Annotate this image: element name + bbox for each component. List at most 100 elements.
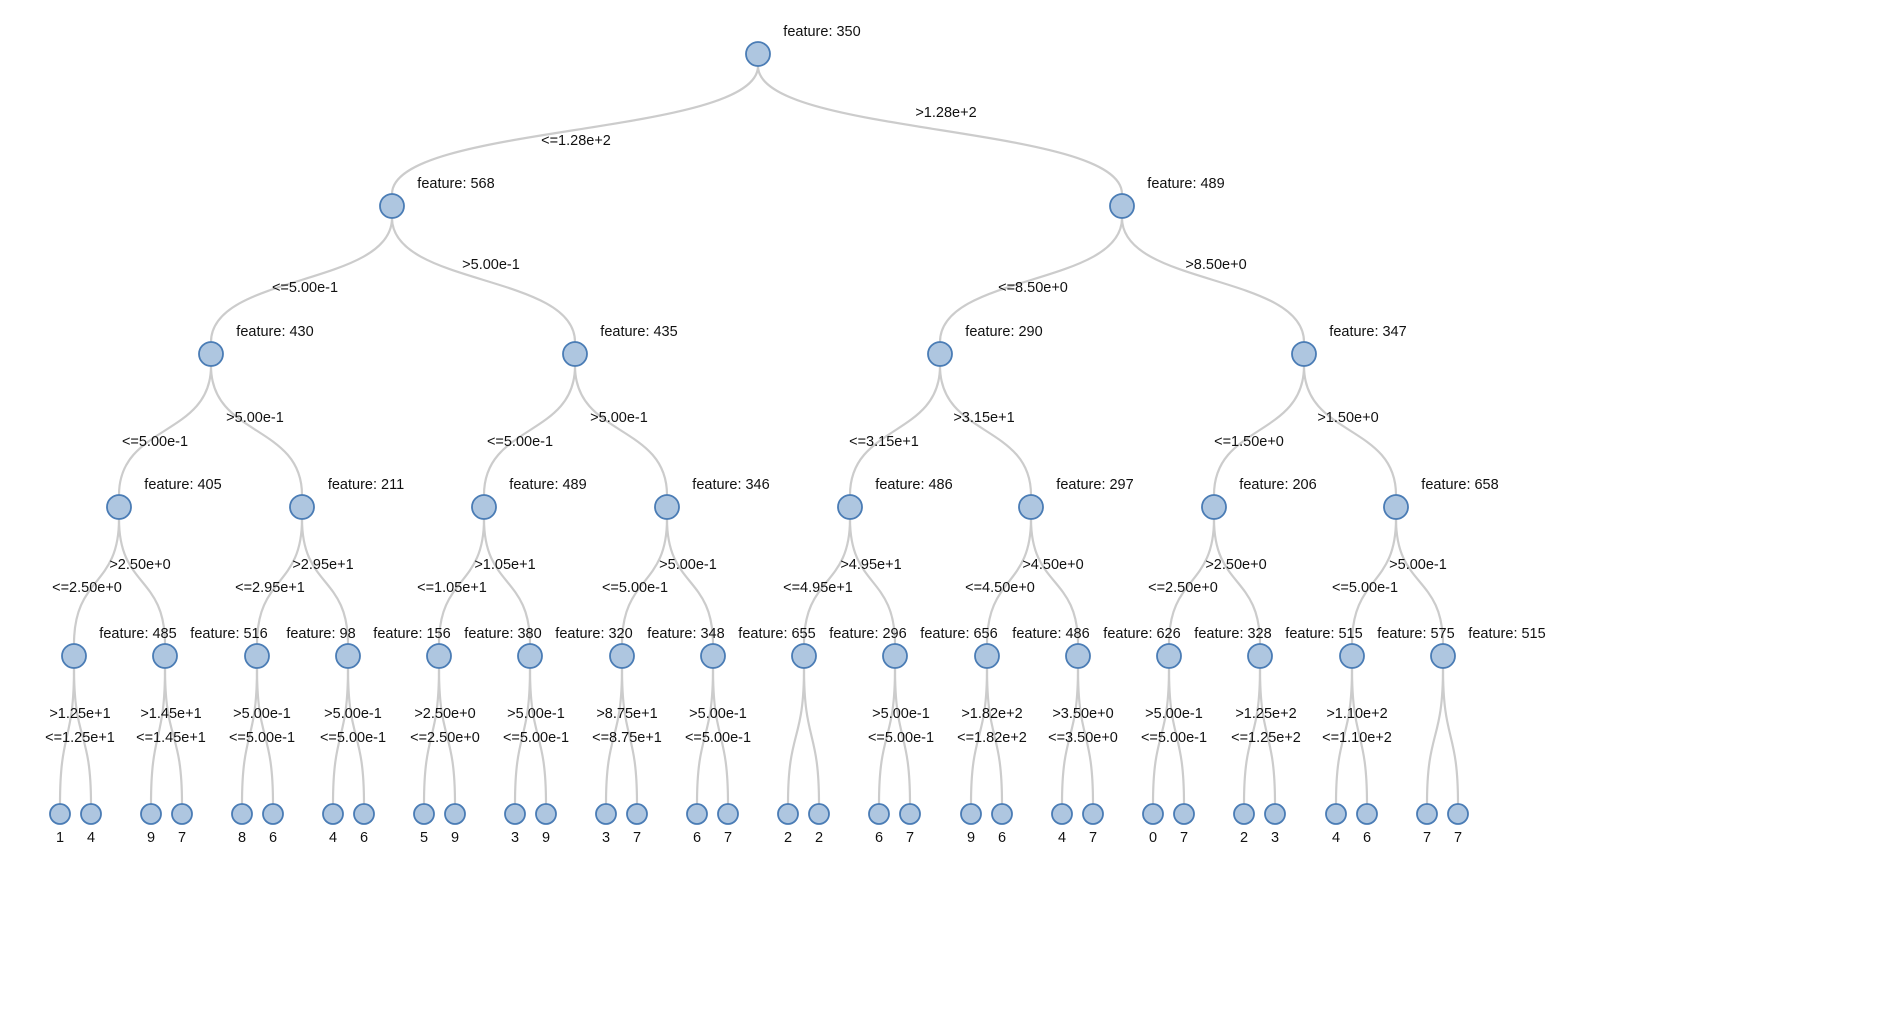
edge-label: <=3.50e+0	[1048, 730, 1118, 746]
decision-node[interactable]	[1109, 193, 1135, 219]
decision-node[interactable]	[654, 494, 680, 520]
tree-edge	[1120, 216, 1306, 344]
leaf-node[interactable]	[322, 803, 344, 825]
leaf-node[interactable]	[171, 803, 193, 825]
leaf-node[interactable]	[504, 803, 526, 825]
decision-node[interactable]	[927, 341, 953, 367]
leaf-node[interactable]	[868, 803, 890, 825]
leaf-node[interactable]	[80, 803, 102, 825]
node-label: feature: 485	[99, 626, 176, 642]
tree-edge	[985, 517, 1033, 646]
edge-label: >2.95e+1	[292, 557, 353, 573]
leaf-node[interactable]	[444, 803, 466, 825]
decision-node[interactable]	[106, 494, 132, 520]
edge-label: <=1.10e+2	[1322, 730, 1392, 746]
leaf-node[interactable]	[1173, 803, 1195, 825]
leaf-node[interactable]	[49, 803, 71, 825]
node-label: feature: 658	[1421, 477, 1498, 493]
leaf-node[interactable]	[1356, 803, 1378, 825]
decision-node[interactable]	[152, 643, 178, 669]
decision-node[interactable]	[791, 643, 817, 669]
leaf-circle-icon	[777, 803, 799, 825]
decision-node[interactable]	[700, 643, 726, 669]
leaf-label: 4	[1058, 830, 1066, 846]
leaf-node[interactable]	[717, 803, 739, 825]
decision-node[interactable]	[289, 494, 315, 520]
decision-node[interactable]	[517, 643, 543, 669]
edge-label: >5.00e-1	[233, 706, 291, 722]
edge-label: >4.95e+1	[840, 557, 901, 573]
leaf-node[interactable]	[1325, 803, 1347, 825]
leaf-node[interactable]	[808, 803, 830, 825]
leaf-node[interactable]	[960, 803, 982, 825]
leaf-circle-icon	[626, 803, 648, 825]
node-label: feature: 486	[1012, 626, 1089, 642]
leaf-node[interactable]	[1082, 803, 1104, 825]
decision-node[interactable]	[379, 193, 405, 219]
leaf-node[interactable]	[140, 803, 162, 825]
leaf-node[interactable]	[413, 803, 435, 825]
edge-label: >2.50e+0	[1205, 557, 1266, 573]
leaf-node[interactable]	[626, 803, 648, 825]
decision-node[interactable]	[1291, 341, 1317, 367]
decision-node[interactable]	[1430, 643, 1456, 669]
decision-node[interactable]	[1156, 643, 1182, 669]
decision-node[interactable]	[1339, 643, 1365, 669]
decision-node[interactable]	[1018, 494, 1044, 520]
tree-edge	[58, 666, 76, 806]
decision-node[interactable]	[244, 643, 270, 669]
node-circle-icon	[1065, 643, 1091, 669]
decision-node[interactable]	[198, 341, 224, 367]
tree-edge	[346, 666, 366, 806]
decision-node[interactable]	[882, 643, 908, 669]
decision-node[interactable]	[1247, 643, 1273, 669]
leaf-circle-icon	[1325, 803, 1347, 825]
tree-edge	[300, 517, 350, 646]
leaf-label: 6	[998, 830, 1006, 846]
leaf-label: 7	[1180, 830, 1188, 846]
leaf-node[interactable]	[991, 803, 1013, 825]
node-circle-icon	[379, 193, 405, 219]
tree-edge	[209, 216, 394, 344]
edge-label: <=5.00e-1	[602, 580, 668, 596]
tree-edge	[665, 517, 715, 646]
leaf-node[interactable]	[686, 803, 708, 825]
decision-node[interactable]	[335, 643, 361, 669]
leaf-node[interactable]	[899, 803, 921, 825]
leaf-label: 9	[451, 830, 459, 846]
decision-node[interactable]	[562, 341, 588, 367]
decision-node[interactable]	[1383, 494, 1409, 520]
tree-edge	[163, 666, 184, 806]
leaf-node[interactable]	[1447, 803, 1469, 825]
tree-edge	[938, 364, 1033, 497]
decision-node[interactable]	[471, 494, 497, 520]
leaf-circle-icon	[1082, 803, 1104, 825]
leaf-node[interactable]	[777, 803, 799, 825]
leaf-node[interactable]	[1051, 803, 1073, 825]
decision-node[interactable]	[1065, 643, 1091, 669]
decision-node[interactable]	[1201, 494, 1227, 520]
tree-edge	[1060, 666, 1080, 806]
leaf-node[interactable]	[535, 803, 557, 825]
tree-edge	[390, 64, 760, 196]
leaf-node[interactable]	[595, 803, 617, 825]
tree-edge	[711, 666, 730, 806]
decision-node[interactable]	[609, 643, 635, 669]
decision-node[interactable]	[837, 494, 863, 520]
leaf-node[interactable]	[231, 803, 253, 825]
node-circle-icon	[1430, 643, 1456, 669]
leaf-node[interactable]	[353, 803, 375, 825]
decision-node[interactable]	[974, 643, 1000, 669]
node-label: feature: 515	[1285, 626, 1362, 642]
leaf-node[interactable]	[1233, 803, 1255, 825]
decision-node[interactable]	[426, 643, 452, 669]
leaf-node[interactable]	[1264, 803, 1286, 825]
tree-edge	[117, 364, 213, 497]
leaf-node[interactable]	[1416, 803, 1438, 825]
leaf-circle-icon	[1142, 803, 1164, 825]
tree-edge	[437, 517, 486, 646]
leaf-node[interactable]	[1142, 803, 1164, 825]
leaf-node[interactable]	[262, 803, 284, 825]
decision-node[interactable]	[745, 41, 771, 67]
decision-node[interactable]	[61, 643, 87, 669]
